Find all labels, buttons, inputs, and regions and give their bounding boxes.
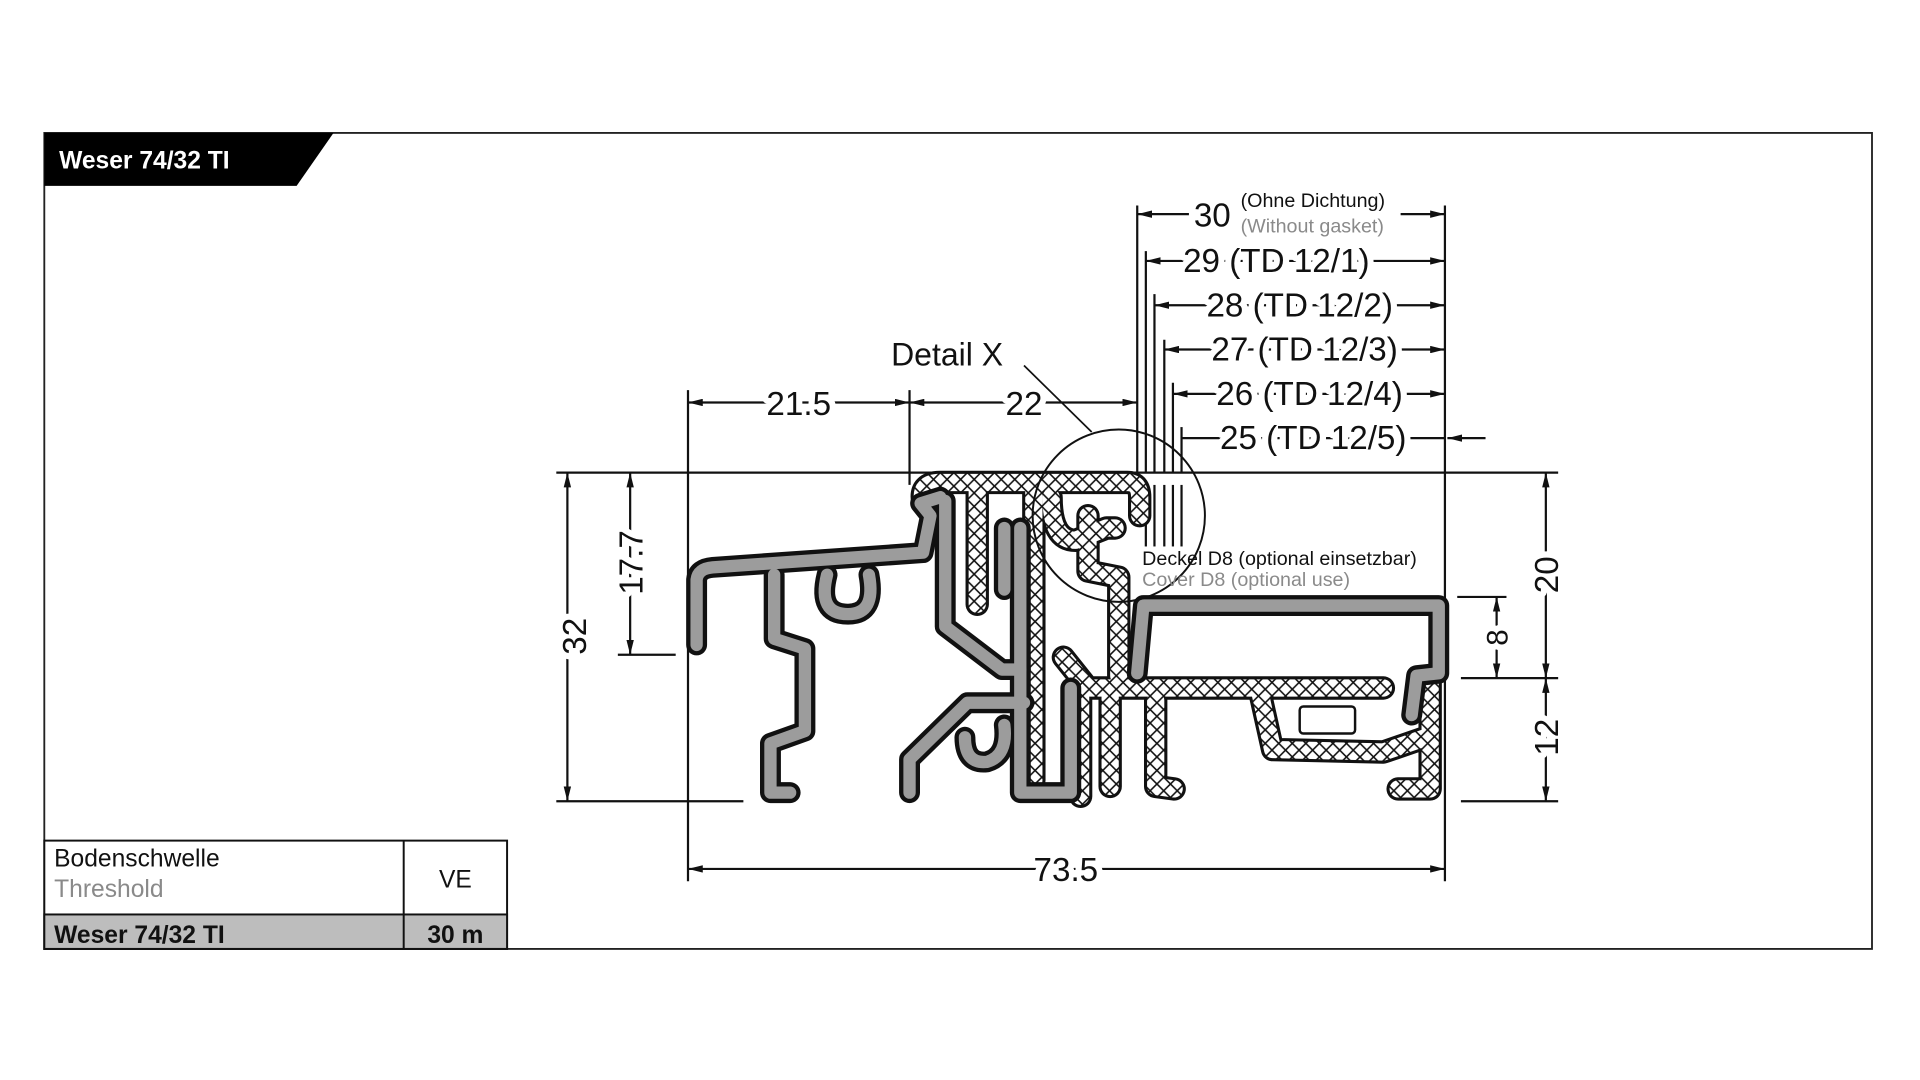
gasket-29: 29 (TD 12/1) xyxy=(1183,243,1369,280)
gasket-30-note-de: (Ohne Dichtung) xyxy=(1241,190,1385,212)
description-en: Threshold xyxy=(54,876,163,903)
gasket-27: 27 (TD 12/3) xyxy=(1211,332,1397,369)
plastic-profile xyxy=(910,470,1442,808)
drawing-frame xyxy=(43,132,1873,950)
product-table: Bodenschwelle Threshold VE Weser 74/32 T… xyxy=(43,839,509,950)
dimension-cover-height: 8 xyxy=(1476,596,1521,679)
title-banner: Weser 74/32 TI xyxy=(44,132,334,186)
product-name: Weser 74/32 TI xyxy=(54,922,225,949)
cover-note-en: Cover D8 (optional use) xyxy=(1142,569,1350,591)
detail-x-label: Detail X xyxy=(891,337,1003,373)
gasket-28: 28 (TD 12/2) xyxy=(1206,287,1392,324)
unit-value: 30 m xyxy=(427,922,483,949)
dim-32: 32 xyxy=(557,618,594,655)
description-de: Bodenschwelle xyxy=(54,845,220,872)
cover-note-de: Deckel D8 (optional einsetzbar) xyxy=(1142,548,1417,570)
dim-73-5: 73.5 xyxy=(1034,852,1099,889)
dim-22: 22 xyxy=(1006,386,1043,423)
gasket-25: 25 (TD 12/5) xyxy=(1220,420,1406,457)
dim-20: 20 xyxy=(1529,556,1566,593)
dimension-left-height: 17.7 xyxy=(607,472,657,655)
dim-21-5: 21.5 xyxy=(766,386,831,423)
product-row xyxy=(43,913,509,950)
detail-x-callout: Detail X xyxy=(885,330,1206,603)
dimension-middle-width: 22 xyxy=(909,380,1138,429)
dimension-upper-height: 20 xyxy=(1523,472,1572,679)
dimension-lower-height: 12 xyxy=(1523,678,1572,802)
aluminium-profile xyxy=(686,486,1450,804)
gasket-26: 26 (TD 12/4) xyxy=(1216,376,1402,413)
gasket-30: 30 xyxy=(1194,197,1231,234)
dim-12: 12 xyxy=(1529,719,1566,756)
dimension-total-height: 32 xyxy=(551,472,600,802)
title-text: Weser 74/32 TI xyxy=(59,148,230,175)
dim-8: 8 xyxy=(1482,629,1515,645)
dimension-overall-width: 73.5 xyxy=(688,846,1445,895)
gasket-width-dimensions: 30 (Ohne Dichtung) (Without gasket) 29 (… xyxy=(1137,190,1486,463)
gasket-30-note-en: (Without gasket) xyxy=(1241,216,1384,238)
dim-17-7: 17.7 xyxy=(613,530,650,595)
dimension-left-width: 21.5 xyxy=(688,380,910,429)
unit-header: VE xyxy=(439,866,472,893)
